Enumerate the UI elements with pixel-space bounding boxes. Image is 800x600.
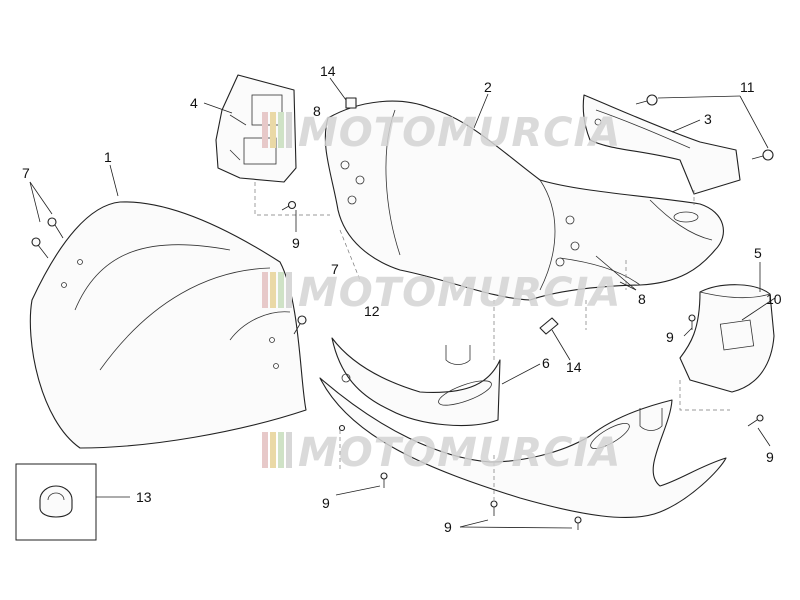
callout-windshield: 1 xyxy=(104,149,112,165)
screw-icon xyxy=(747,414,764,427)
callout-screw-9-mid: 9 xyxy=(666,329,674,345)
callout-screw-9-left: 9 xyxy=(292,235,300,251)
screw-icon xyxy=(635,94,658,106)
front-lower-cover-part xyxy=(319,337,727,519)
headlight-cover-part xyxy=(324,100,724,301)
callout-left-cover: 4 xyxy=(190,95,198,111)
watermark-top: MOTOMURCIA xyxy=(262,110,621,156)
callout-spacer-10: 10 xyxy=(766,291,782,307)
callout-front-lower-cover: 6 xyxy=(542,355,550,371)
screw-icon xyxy=(281,200,297,211)
watermark-text: MOTOMURCIA xyxy=(298,430,621,476)
callout-screw-7-top: 7 xyxy=(22,165,30,181)
screw-icon xyxy=(47,217,64,239)
left-cover-part xyxy=(215,74,297,183)
fasteners xyxy=(31,94,774,530)
screw-icon xyxy=(751,149,774,161)
screw-icon xyxy=(380,472,388,488)
right-switch-housing-part xyxy=(679,284,775,393)
screw-icon xyxy=(574,516,582,530)
callout-screw-14-top: 14 xyxy=(320,63,336,79)
watermark-bottom: MOTOMURCIA xyxy=(262,430,621,476)
callout-screw-9-right: 9 xyxy=(766,449,774,465)
screw-icon xyxy=(688,314,696,330)
watermark-middle: MOTOMURCIA xyxy=(262,270,621,316)
callout-right-cover: 3 xyxy=(704,111,712,127)
callout-screw-9-bottom-left: 9 xyxy=(322,495,330,511)
right-cover-part xyxy=(582,94,741,195)
screw-icon xyxy=(31,237,49,259)
callouts: 1 2 3 4 5 6 7 7 8 8 9 9 9 9 9 10 11 12 1… xyxy=(22,63,782,535)
callout-screw-8-right: 8 xyxy=(638,291,646,307)
callout-headlight-cover: 2 xyxy=(484,79,492,95)
watermark-group: MOTOMURCIA MOTOMURCIA MOTOMURCIA xyxy=(262,110,621,476)
callout-screw-11: 11 xyxy=(740,79,755,95)
screw-icon xyxy=(490,500,498,516)
callout-screw-14-mid: 14 xyxy=(566,359,582,375)
callout-rubber-13: 13 xyxy=(136,489,152,505)
watermark-text: MOTOMURCIA xyxy=(298,270,621,316)
callout-right-switch-housing: 5 xyxy=(754,245,762,261)
windshield-part xyxy=(29,201,307,449)
callout-screw-7-mid: 7 xyxy=(331,261,339,277)
callout-screw-12: 12 xyxy=(364,303,380,319)
watermark-text: MOTOMURCIA xyxy=(298,110,621,156)
rubber-part-box xyxy=(15,463,97,541)
callout-screw-9-bottom-center: 9 xyxy=(444,519,452,535)
screw-icon xyxy=(293,315,307,335)
screw-icon xyxy=(345,97,357,109)
screw-icon xyxy=(539,317,559,335)
leader-lines xyxy=(29,77,776,529)
screw-icon xyxy=(338,424,346,432)
callout-screw-8-top: 8 xyxy=(313,103,321,119)
